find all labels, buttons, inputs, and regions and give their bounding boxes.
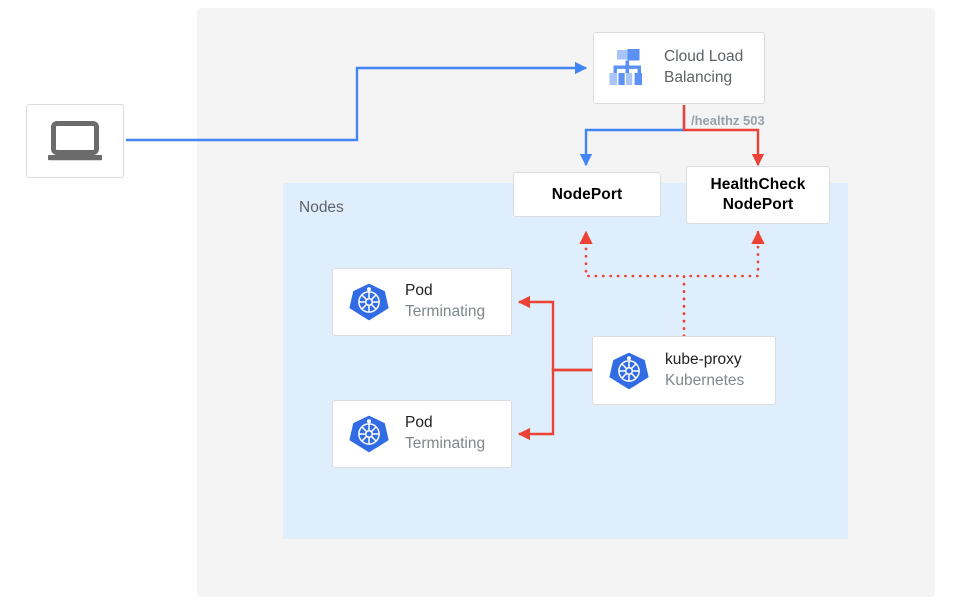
pod-text-1: Pod Terminating: [405, 281, 485, 322]
nodes-zone-label: Nodes: [299, 199, 344, 216]
edge-client-to-load-balancer: [126, 61, 588, 142]
laptop-icon: [46, 120, 104, 162]
edge-kube-proxy-to-pod-1: [517, 295, 592, 372]
pod-text-2: Pod Terminating: [405, 413, 485, 454]
edge-load-balancer-to-nodeport: [579, 105, 686, 167]
pod-title-1: Pod: [405, 282, 433, 300]
kube-proxy-text: kube-proxy Kubernetes: [665, 350, 744, 391]
cloud-load-balancing-title-line-2: Balancing: [664, 69, 733, 86]
nodeport-label: NodePort: [551, 185, 623, 203]
kubernetes-icon: [347, 280, 391, 324]
edge-kube-proxy-to-nodeport-dotted: [579, 230, 686, 338]
pod-status-1: Terminating: [405, 303, 486, 320]
kubernetes-icon: [607, 349, 651, 393]
pod-status-2: Terminating: [405, 435, 486, 452]
healthz-edge-label: /healthz 503: [691, 113, 765, 128]
kube-proxy-title: kube-proxy: [665, 350, 742, 368]
cloud-load-balancing-box[interactable]: Cloud Load Balancing: [593, 32, 765, 104]
edge-kube-proxy-to-healthcheck-nodeport-dotted: [682, 230, 765, 338]
pod-title-2: Pod: [405, 414, 433, 432]
cloud-load-balancing-icon: [604, 46, 650, 90]
kube-proxy-box[interactable]: kube-proxy Kubernetes: [592, 336, 776, 405]
nodeport-box[interactable]: NodePort: [513, 172, 661, 217]
cloud-load-balancing-title-line-1: Cloud Load: [664, 48, 744, 66]
pod-box-2[interactable]: Pod Terminating: [332, 400, 512, 468]
cloud-load-balancing-text: Cloud Load Balancing: [664, 47, 743, 88]
edge-load-balancer-to-healthcheck-nodeport: [682, 105, 765, 167]
edge-kube-proxy-to-pod-2: [517, 368, 592, 441]
healthcheck-nodeport-label-line-1: HealthCheck: [710, 176, 806, 194]
pod-box-1[interactable]: Pod Terminating: [332, 268, 512, 336]
healthcheck-nodeport-box[interactable]: HealthCheck NodePort: [686, 166, 830, 224]
kubernetes-icon: [347, 412, 391, 456]
client-device-box[interactable]: [26, 104, 124, 178]
kube-proxy-subtitle: Kubernetes: [665, 371, 745, 389]
healthcheck-nodeport-label-line-2: NodePort: [722, 196, 794, 213]
